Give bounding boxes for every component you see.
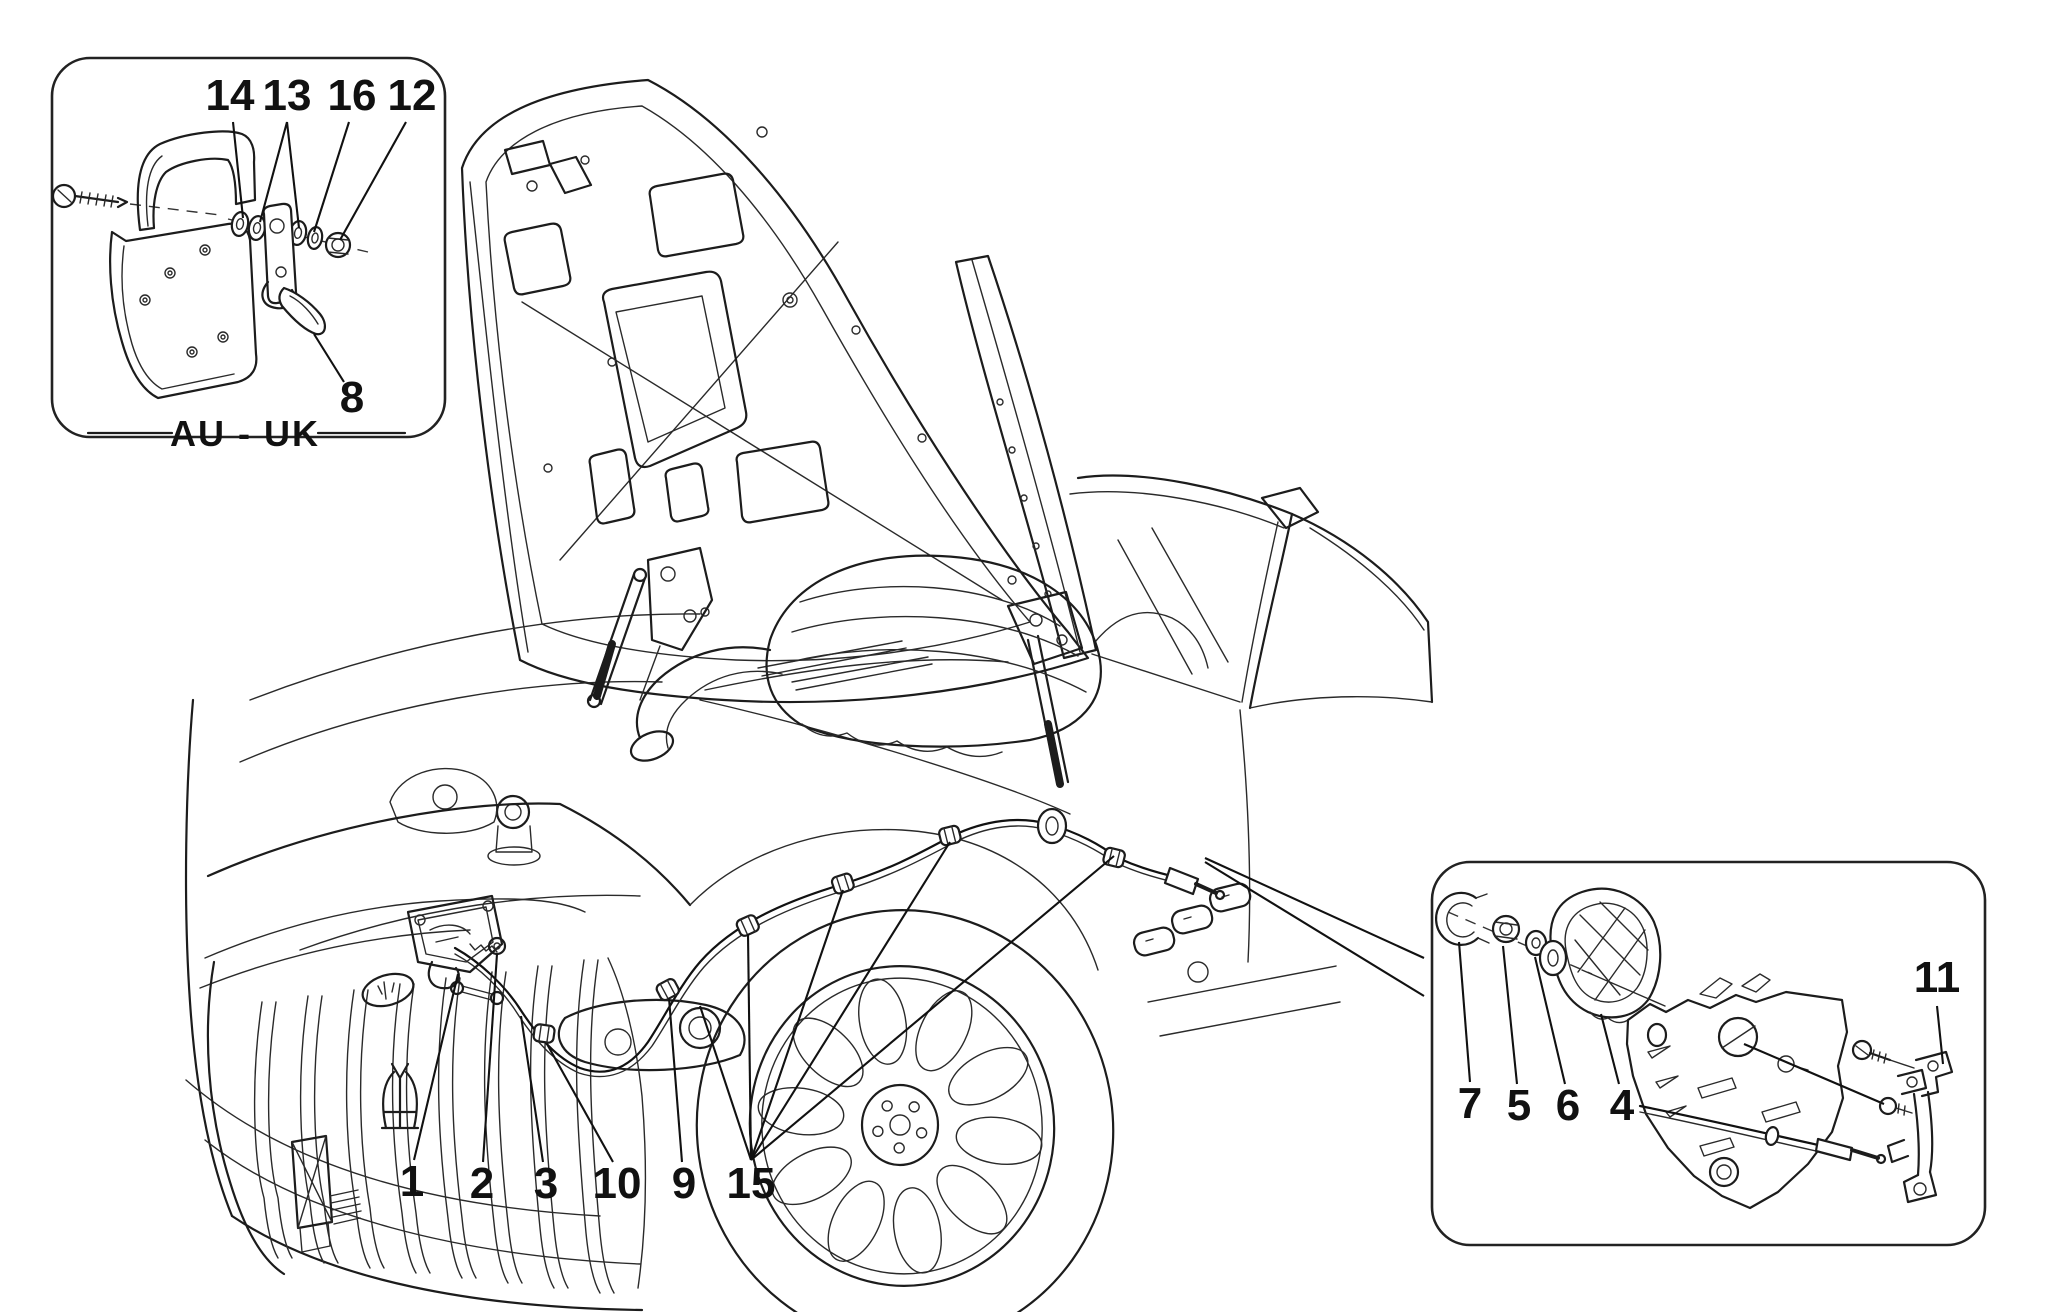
trident-emblem <box>380 1062 420 1130</box>
leader-line-15 <box>699 1005 752 1161</box>
leader-line-15 <box>750 841 951 1161</box>
inset-handle-border <box>1430 860 1987 1247</box>
leader-line-16 <box>312 121 351 233</box>
leader-line-10 <box>546 1043 614 1163</box>
car-line-art <box>184 78 1434 1312</box>
hood-panel <box>460 78 1090 704</box>
leader-line-11 <box>1935 1005 1945 1065</box>
windshield-and-cabin <box>954 254 1434 1037</box>
leader-line-4 <box>1599 1013 1621 1085</box>
callout-9: 9 <box>672 1159 696 1208</box>
leader-line-15 <box>750 855 1115 1161</box>
callout-2: 2 <box>470 1159 494 1208</box>
front-fascia <box>184 698 1252 1312</box>
leader-line-6 <box>1533 956 1567 1085</box>
callout-3: 3 <box>534 1159 558 1208</box>
engine-bay <box>239 546 1102 951</box>
callout-6: 6 <box>1556 1081 1580 1130</box>
callout-4: 4 <box>1610 1081 1635 1130</box>
leader-line-3 <box>519 1015 545 1163</box>
pointer-wedge-line <box>1204 857 1425 959</box>
leader-line-2 <box>481 953 499 1163</box>
callout-13: 13 <box>263 71 312 120</box>
leader-line-1 <box>412 973 460 1161</box>
callout-5: 5 <box>1507 1081 1531 1130</box>
inset-au-uk: AU - UK <box>50 56 447 454</box>
wheel-spokes <box>757 978 1043 1274</box>
leader-line-9 <box>667 997 684 1163</box>
inset-au-uk-border <box>50 56 447 439</box>
leader-line-8 <box>313 333 345 383</box>
leader-line-15 <box>750 889 844 1161</box>
leader-line-13 <box>258 121 289 223</box>
pointer-wedge-line <box>1204 861 1425 997</box>
callout-11: 11 <box>1914 953 1961 1002</box>
callout-7: 7 <box>1458 1079 1482 1128</box>
callout-16: 16 <box>328 71 377 120</box>
wheel-lug-holes <box>872 1100 928 1154</box>
grille-slats <box>253 959 615 1294</box>
leader-line-13 <box>285 121 301 229</box>
callout-10: 10 <box>593 1159 642 1208</box>
callout-12: 12 <box>388 71 437 120</box>
inset-release-handle <box>1430 860 1987 1247</box>
leader-line-15 <box>746 933 753 1161</box>
inset-pointer-lines <box>1204 857 1425 997</box>
callout-15: 15 <box>727 1159 776 1208</box>
callout-14: 14 <box>206 71 255 120</box>
inset-au-uk-label: AU - UK <box>170 413 320 454</box>
callout-8: 8 <box>340 373 364 422</box>
leader-line-12 <box>339 121 407 241</box>
leader-line-7 <box>1457 941 1472 1083</box>
leader-line-5 <box>1501 945 1519 1085</box>
callout-1: 1 <box>400 1157 424 1206</box>
front-wheel <box>689 828 1115 1312</box>
leader-line-14 <box>231 121 245 219</box>
